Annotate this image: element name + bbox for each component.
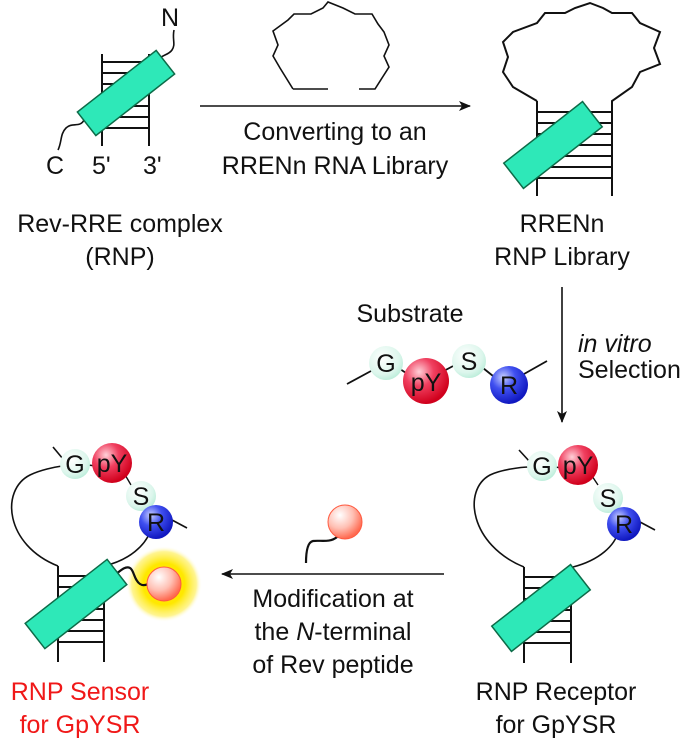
residue-py-label: pY xyxy=(411,369,442,397)
n-terminus-label: N xyxy=(161,4,179,32)
residue-s xyxy=(452,344,486,378)
rna-loop-right xyxy=(572,531,619,568)
residue-s xyxy=(126,481,156,511)
three-prime-label: 3' xyxy=(143,152,162,180)
residue-r xyxy=(490,366,528,404)
substrate-label: Substrate xyxy=(356,300,463,328)
residue-g xyxy=(527,451,557,481)
rrenn-rnp-library: RRENn RNP Library xyxy=(494,1,662,271)
residue-g-label: G xyxy=(65,451,84,479)
selection-arrow-group: in vitro Selection xyxy=(557,287,681,423)
convert-label-line2: RRENn RNA Library xyxy=(222,152,449,180)
modification-label-line1: Modification at xyxy=(252,585,413,613)
residue-s-label: S xyxy=(133,483,150,511)
residue-py xyxy=(403,358,449,404)
convert-label-line1: Converting to an xyxy=(243,118,426,146)
modification-label-line3: of Rev peptide xyxy=(252,651,413,679)
random-loop-icon xyxy=(272,1,390,90)
residue-g xyxy=(60,449,90,479)
rev-peptide-helix xyxy=(76,49,176,137)
residue-py-label: pY xyxy=(563,452,594,480)
rna-loop xyxy=(473,466,531,568)
residue-py-label: pY xyxy=(97,450,128,478)
rnp-receptor: G pY S R RNP Receptor for GpYSR xyxy=(473,445,656,739)
library-title: RRENn xyxy=(520,210,605,238)
residue-s-label: S xyxy=(600,485,617,513)
convert-arrow-group: Converting to an RRENn RNA Library xyxy=(200,1,471,180)
rnp-sensor: G pY S R RNP Sensor for GpYSR xyxy=(11,443,202,739)
c-terminal-tail xyxy=(57,119,85,151)
fluorophore-icon xyxy=(146,566,182,602)
modification-label-line2: the N-terminal xyxy=(254,618,411,646)
residue-g-label: G xyxy=(376,350,395,378)
residue-g-label: G xyxy=(532,453,551,481)
substrate-peptide: Substrate G pY S R xyxy=(346,300,548,404)
sensor-title: RNP Sensor xyxy=(11,678,150,706)
residue-r-label: R xyxy=(615,511,633,539)
fluorophore-linker xyxy=(109,566,149,587)
c-terminus-label: C xyxy=(46,152,64,180)
fluorophore-icon xyxy=(327,504,363,540)
selection-label-italic: in vitro xyxy=(578,330,652,358)
residue-r-label: R xyxy=(500,372,518,400)
receptor-title: RNP Receptor xyxy=(476,678,637,706)
residue-py xyxy=(558,445,598,485)
residue-r xyxy=(139,505,173,539)
receptor-subtitle: for GpYSR xyxy=(496,711,617,739)
sensor-subtitle: for GpYSR xyxy=(20,711,141,739)
rev-peptide-helix xyxy=(490,563,592,653)
residue-r-label: R xyxy=(147,509,165,537)
residue-py xyxy=(92,443,132,483)
residue-s xyxy=(593,483,623,513)
modification-arrow-group: Modification at the N-terminal of Rev pe… xyxy=(221,504,444,679)
selection-label: Selection xyxy=(578,356,681,384)
rev-rre-complex: N C 5' 3' Rev-RRE complex (RNP) xyxy=(17,4,223,271)
five-prime-label: 5' xyxy=(92,152,111,180)
rev-peptide-helix xyxy=(502,100,604,190)
residue-r xyxy=(607,507,641,541)
rev-rre-title: Rev-RRE complex xyxy=(17,210,223,238)
rev-peptide-helix xyxy=(24,558,128,650)
library-subtitle: RNP Library xyxy=(494,243,630,271)
residue-s-label: S xyxy=(461,348,478,376)
rna-loop xyxy=(10,465,63,567)
rev-rre-subtitle: (RNP) xyxy=(85,243,154,271)
residue-g xyxy=(369,346,403,380)
